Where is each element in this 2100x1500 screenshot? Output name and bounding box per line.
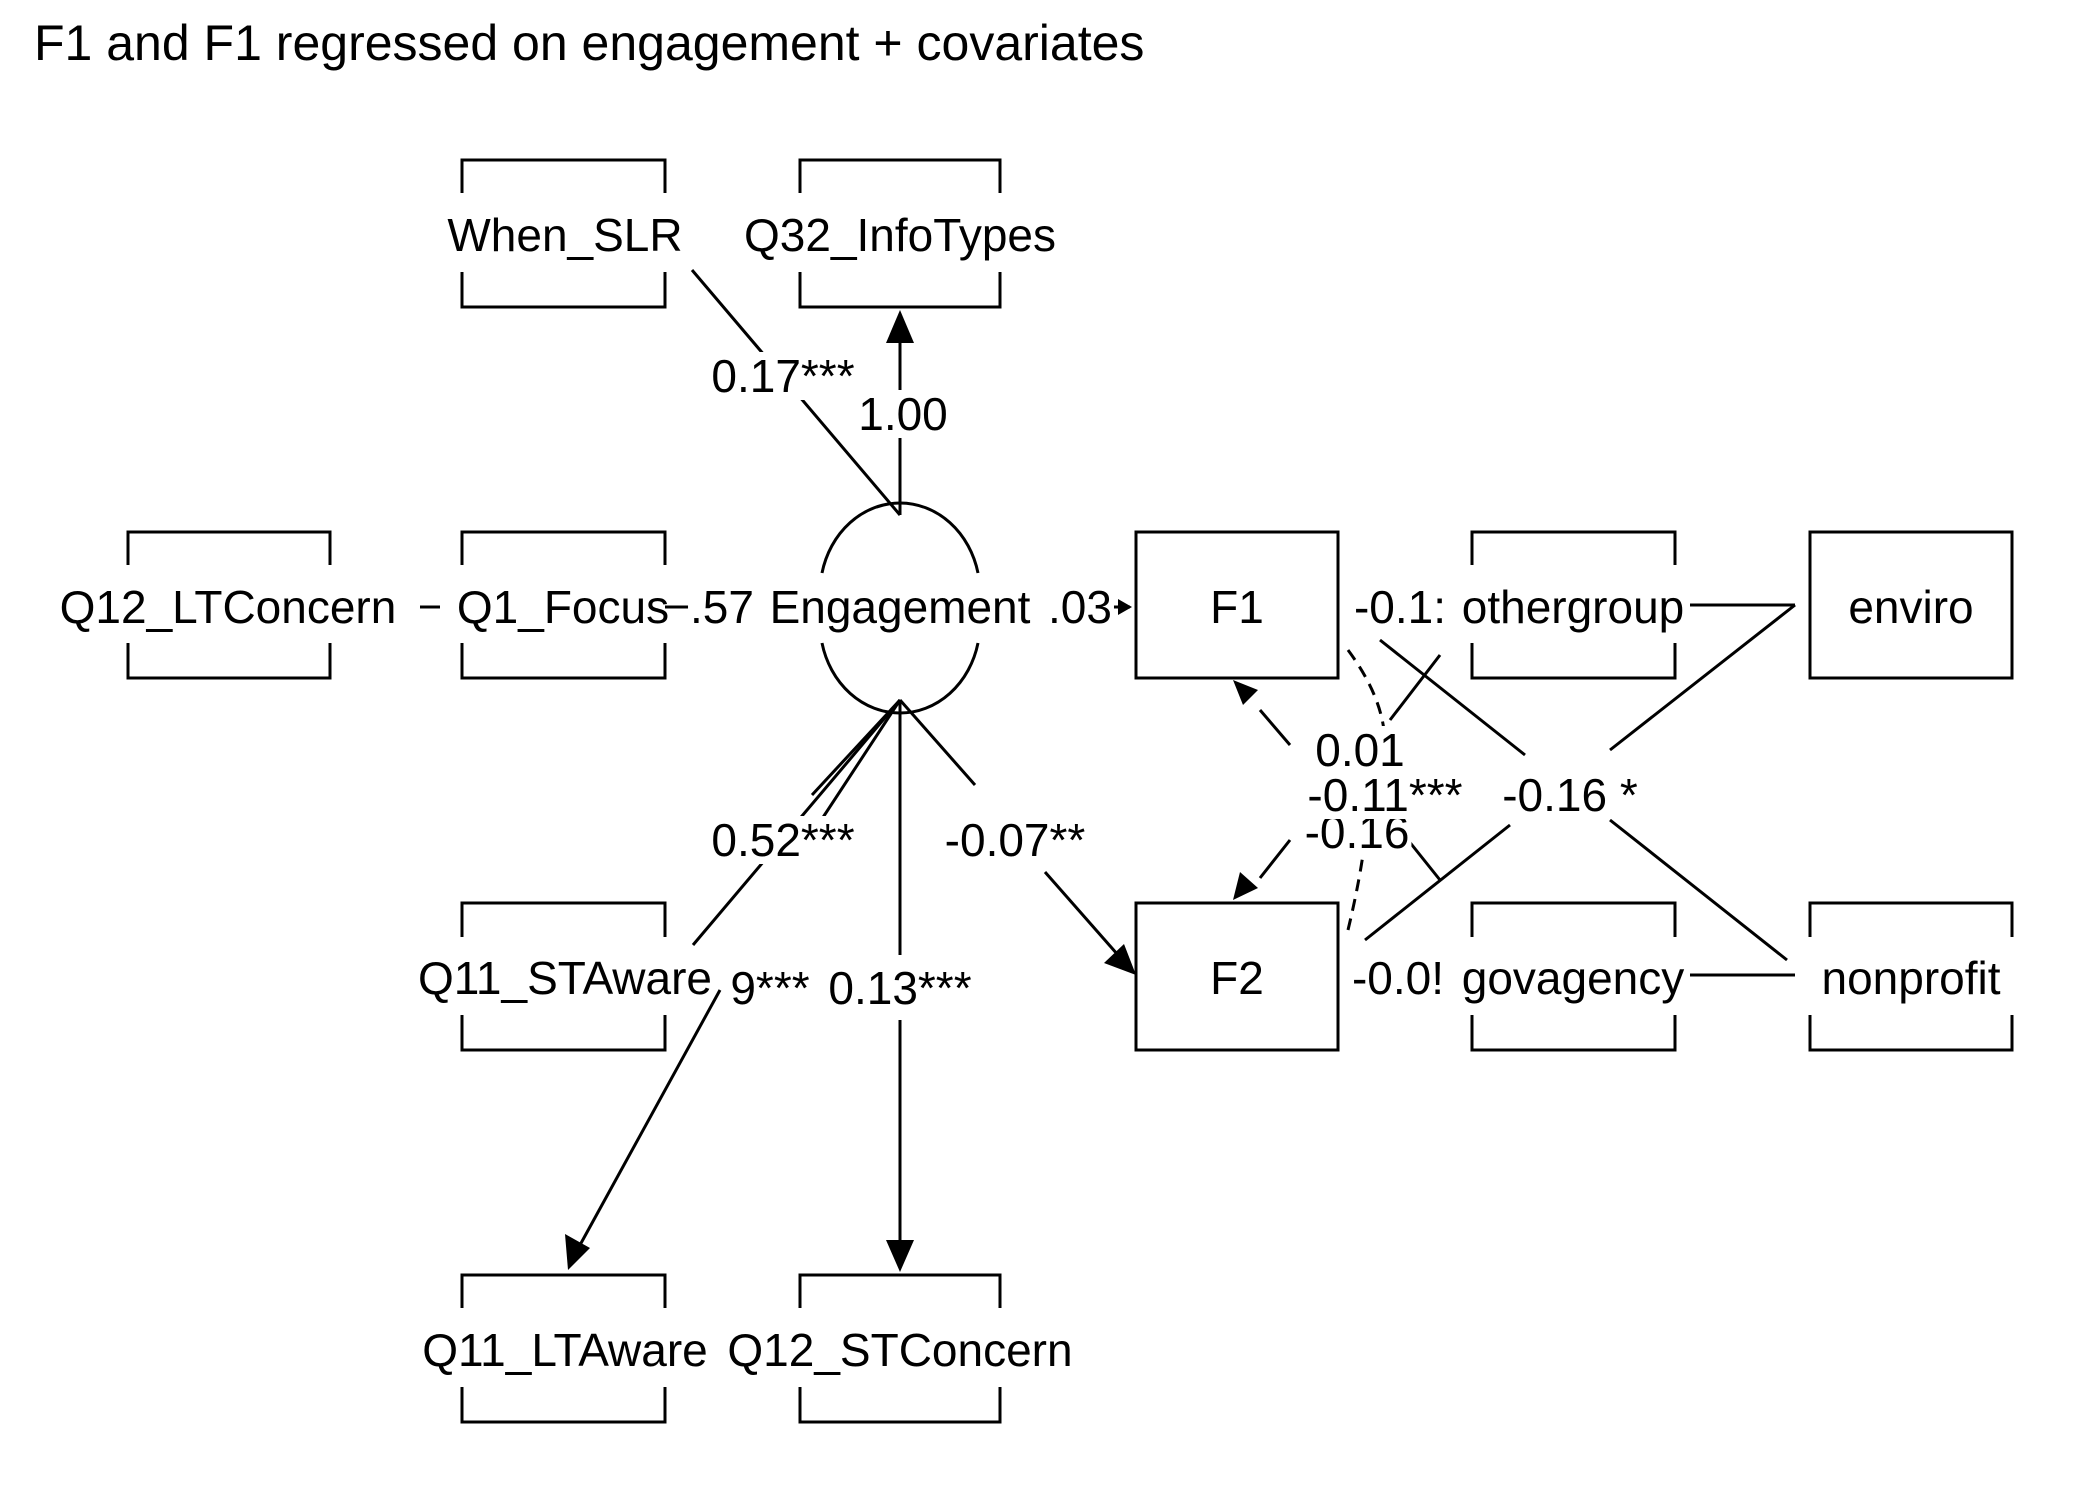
label-mask [709, 816, 857, 864]
arrowhead-q12st [886, 1240, 914, 1272]
node-q1-focus: Q1_Focus [457, 581, 669, 633]
box-q1-bottom [460, 643, 667, 680]
box-q12st-bottom [798, 1387, 1002, 1424]
box-q12lt-top [126, 530, 332, 565]
arrowhead-f2-cov [1233, 872, 1258, 900]
label-f1-othergroup: -0.1: [1354, 581, 1446, 633]
edge-f1-nonprofit [1379, 638, 1526, 757]
edge-engagement-f2-lower [1043, 871, 1120, 956]
label-q11st: 0.52*** [711, 814, 854, 866]
box-nonprofit-top [1808, 901, 2014, 937]
box-govagency-bottom [1470, 1015, 1677, 1052]
label-mask [1500, 771, 1640, 819]
node-q12-stconcern: Q12_STConcern [727, 1324, 1072, 1376]
box-q12lt-bottom [126, 643, 332, 680]
label-q12st: 0.13*** [828, 962, 971, 1014]
box-enviro [1808, 530, 2014, 680]
box-q11st-bottom [460, 1015, 667, 1052]
edge-enviro-f2 [1609, 603, 1796, 752]
label-mask [826, 964, 974, 1012]
ellipse-engagement-bottom [820, 642, 980, 715]
box-nonprofit-bottom [1808, 1015, 2014, 1052]
label-f1-govagency: 0.01 [1315, 724, 1405, 776]
edge-engagement-f2 [898, 699, 977, 786]
label-mask [1046, 583, 1114, 631]
label-mask [728, 964, 812, 1012]
box-f1 [1134, 530, 1340, 680]
node-q11-staware: Q11_STAware [418, 952, 712, 1004]
arrowhead-q11lt [565, 1234, 590, 1270]
box-q11lt-top [460, 1273, 667, 1308]
arrowhead-f1 [1118, 599, 1132, 615]
edge-f1-nonprofit-lower [1609, 818, 1788, 962]
box-q32-bottom [798, 272, 1002, 309]
label-mask [688, 583, 756, 631]
box-govagency-top [1470, 901, 1677, 937]
box-f2 [1134, 901, 1340, 1052]
label-f1-nonprofit: -0.16 * [1502, 769, 1638, 821]
node-nonprofit: nonprofit [1821, 952, 2000, 1004]
box-q11st-top [460, 901, 667, 937]
node-q32: Q32_InfoTypes [744, 209, 1056, 261]
label-q1: .57 [690, 581, 754, 633]
box-when-slr-bottom [460, 272, 667, 309]
label-mask [1349, 954, 1447, 1002]
label-when-slr: 0.17*** [711, 350, 854, 402]
edge-f1-f2-cov-upper [1258, 709, 1292, 746]
label-mask [856, 390, 950, 438]
box-othergroup-bottom [1470, 643, 1677, 680]
node-q11-ltaware: Q11_LTAware [422, 1324, 708, 1376]
node-engagement: Engagement [770, 581, 1031, 633]
edge-othergroup-f2 [1388, 654, 1442, 721]
edge-engagement-q11st-b [810, 698, 902, 797]
arrowhead-f1-cov [1233, 680, 1258, 705]
box-q1-top [460, 530, 667, 565]
box-q11lt-bottom [460, 1387, 667, 1424]
edge-enviro-f2-lower [1364, 823, 1511, 942]
label-f2: -0.07** [945, 814, 1086, 866]
label-f2-govagency: -0.0! [1352, 952, 1444, 1004]
label-mask [942, 816, 1088, 864]
label-mask [1313, 726, 1407, 774]
node-when-slr: When_SLR [447, 209, 682, 261]
label-mask [1351, 583, 1449, 631]
label-mask [709, 352, 857, 400]
box-q32-top [798, 158, 1002, 193]
label-f1: .03 [1048, 581, 1112, 633]
box-when-slr-top [460, 158, 667, 193]
edge-f1-f2-cov-lower [1258, 839, 1292, 879]
box-q12st-top [798, 1273, 1002, 1308]
arrowhead-f2 [1104, 944, 1136, 975]
node-f2: F2 [1210, 952, 1264, 1004]
label-q32: 1.00 [858, 388, 948, 440]
diagram-title: F1 and F1 regressed on engagement + cova… [34, 15, 1145, 71]
node-f1: F1 [1210, 581, 1264, 633]
label-f1-f2: -0.11*** [1307, 769, 1462, 821]
arrowhead-q32 [886, 310, 914, 343]
label-q11lt: 9*** [730, 962, 809, 1014]
node-othergroup: othergroup [1462, 581, 1685, 633]
label-mask [1305, 771, 1465, 819]
ellipse-engagement-top [820, 501, 980, 574]
box-othergroup-top [1470, 530, 1677, 565]
node-enviro: enviro [1848, 581, 1973, 633]
node-govagency: govagency [1462, 952, 1685, 1004]
edge-engagement-q11lt-lower [578, 989, 722, 1246]
node-q12-ltconcern: Q12_LTConcern [60, 581, 397, 633]
